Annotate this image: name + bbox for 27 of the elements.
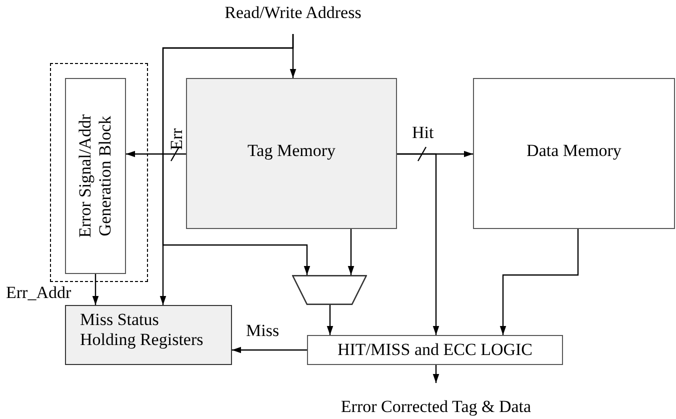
arrow <box>500 229 579 335</box>
node-label: Data Memory <box>526 141 622 161</box>
memory-box <box>473 78 675 229</box>
dashed-group-box <box>50 63 148 282</box>
register-box <box>65 305 232 365</box>
arrow <box>232 346 307 354</box>
memory-box <box>186 78 397 229</box>
edge-label: Miss <box>246 322 280 339</box>
arrow <box>397 153 440 335</box>
arrow <box>160 34 294 305</box>
edge-label: Err <box>168 128 185 150</box>
arrow <box>432 365 440 383</box>
edge-label: Err_Addr <box>6 284 72 301</box>
multiplexer-symbol <box>292 275 367 305</box>
arrow <box>326 305 334 335</box>
node-label: Tag Memory <box>247 141 336 161</box>
arrow <box>126 150 186 158</box>
node-label: Error Corrected Tag & Data <box>340 397 532 417</box>
node-label: HIT/MISS and ECC LOGIC <box>337 340 533 360</box>
node-label: Read/Write Address <box>224 3 362 23</box>
edge-label: Hit <box>412 124 434 141</box>
arrow <box>92 274 99 305</box>
logic-box <box>307 335 563 365</box>
node-label: Miss Status Holding Registers <box>79 309 204 351</box>
arrow <box>348 229 354 275</box>
block-box <box>64 78 126 274</box>
node-label: Error Signal/Addr Generation Block <box>75 113 114 240</box>
